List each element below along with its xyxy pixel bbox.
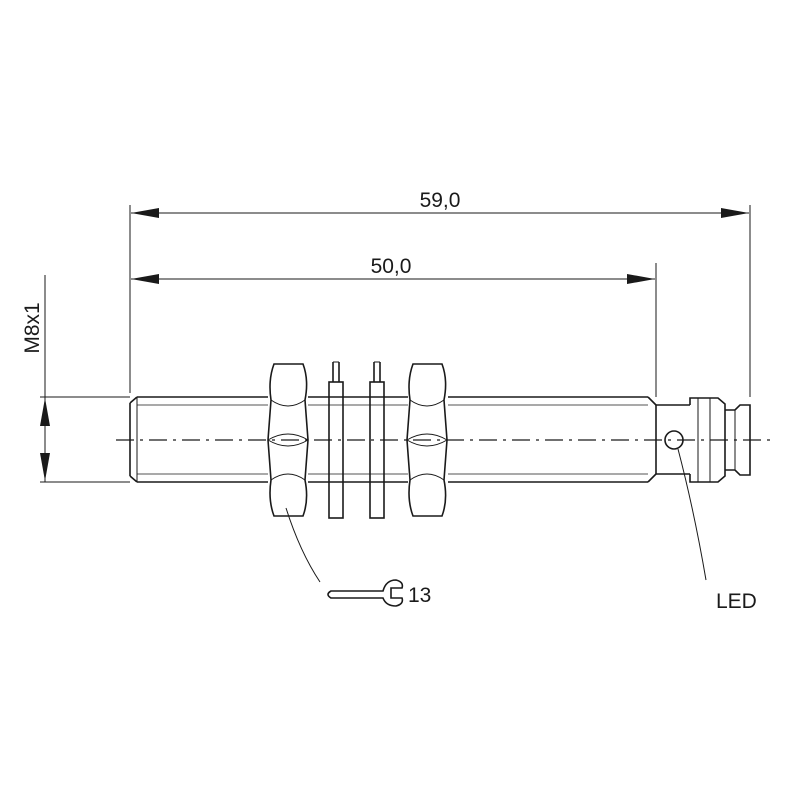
thread-length-label: 50,0 (371, 255, 412, 278)
overall-length-dimension: 59,0 (131, 189, 749, 218)
wrench-size-label: 13 (408, 584, 431, 607)
led-label: LED (716, 590, 757, 613)
wrench-icon (327, 579, 404, 607)
threaded-barrel (129, 396, 657, 483)
washer-left (328, 381, 344, 519)
arrowhead-left-icon (131, 208, 159, 218)
arrowhead-right-icon (627, 274, 655, 284)
extension-lines (40, 205, 751, 483)
thread-size-dimension: M8x1 (21, 275, 50, 482)
arrowhead-down-icon (40, 453, 50, 481)
thread-length-dimension: 50,0 (131, 255, 655, 284)
hex-nut-left (267, 363, 309, 517)
thread-size-label: M8x1 (21, 302, 44, 353)
led-callout: LED (677, 448, 757, 613)
hex-nut-right (406, 363, 448, 517)
arrowhead-right-icon (721, 208, 749, 218)
overall-length-label: 59,0 (420, 189, 461, 212)
washer-right (369, 381, 385, 519)
arrowhead-left-icon (131, 274, 159, 284)
wrench-callout: 13 (285, 507, 431, 607)
arrowhead-up-icon (40, 398, 50, 426)
